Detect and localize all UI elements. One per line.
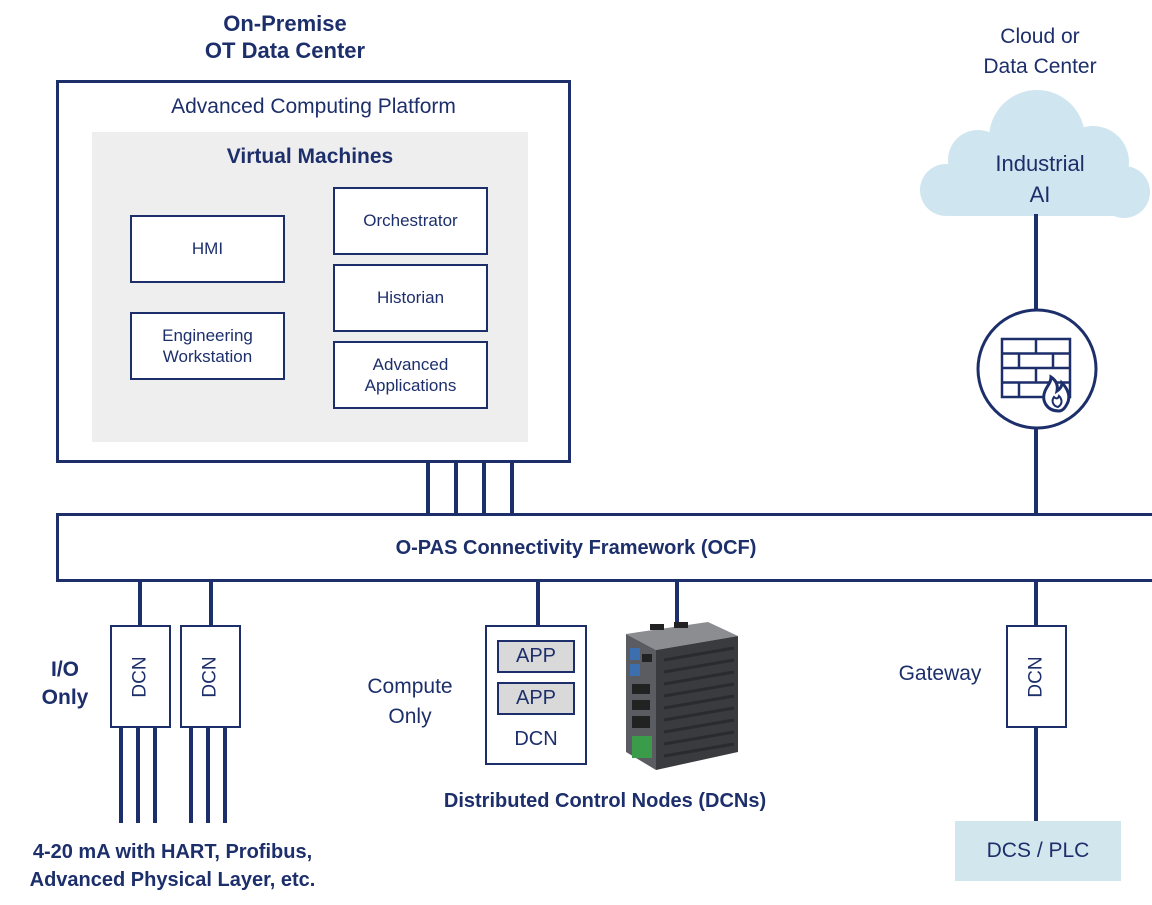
- dcs-plc-box: DCS / PLC: [955, 821, 1121, 881]
- dcn-connector: [1034, 582, 1038, 626]
- gateway-connector: [1034, 727, 1038, 823]
- dcn-io-1: DCN: [110, 625, 171, 728]
- dcn-io-2: DCN: [180, 625, 241, 728]
- platform-connector: [426, 462, 430, 514]
- on-premise-title: On-Premise OT Data Center: [204, 11, 366, 63]
- cloud-label: Industrial AI: [995, 151, 1085, 207]
- dcn-connector: [209, 582, 213, 626]
- field-wire: [153, 727, 157, 823]
- platform-connector: [482, 462, 486, 514]
- field-wire: [189, 727, 193, 823]
- io-caption: 4-20 mA with HART, Profibus, Advanced Ph…: [29, 841, 316, 891]
- platform-connector: [510, 462, 514, 514]
- gateway-label: Gateway: [898, 662, 982, 685]
- ocf-label: O-PAS Connectivity Framework (OCF): [395, 537, 757, 559]
- io-only-label: I/O Only: [41, 658, 89, 709]
- cloud-title: Cloud or Data Center: [983, 25, 1097, 78]
- ocf-bar: [56, 513, 1152, 582]
- dcn-connector: [138, 582, 142, 626]
- field-wire: [136, 727, 140, 823]
- app-box: APP: [497, 640, 575, 673]
- engineering-workstation-box: Engineering Workstation: [130, 312, 285, 380]
- dcn-label: DCN: [129, 655, 151, 698]
- cloud-icon: [920, 90, 1150, 218]
- dcn-connector: [536, 582, 540, 626]
- device-connector: [675, 582, 679, 622]
- field-wire: [206, 727, 210, 823]
- app-box: APP: [497, 682, 575, 715]
- firewall-icon: [976, 308, 1098, 430]
- vm-title: Virtual Machines: [226, 145, 394, 168]
- platform-connector: [454, 462, 458, 514]
- dcn-gateway: DCN: [1006, 625, 1067, 728]
- hmi-box: HMI: [130, 215, 285, 283]
- dcns-caption: Distributed Control Nodes (DCNs): [443, 790, 767, 812]
- field-wire: [223, 727, 227, 823]
- compute-only-label: Compute Only: [367, 675, 453, 728]
- dcn-hardware-image: [626, 622, 738, 770]
- historian-box: Historian: [333, 264, 488, 332]
- field-wire: [119, 727, 123, 823]
- dcn-label: DCN: [199, 655, 221, 698]
- advanced-applications-box: Advanced Applications: [333, 341, 488, 409]
- orchestrator-box: Orchestrator: [333, 187, 488, 255]
- dcn-compute-label: DCN: [514, 728, 558, 750]
- dcn-label: DCN: [1025, 655, 1047, 698]
- platform-title: Advanced Computing Platform: [171, 95, 456, 118]
